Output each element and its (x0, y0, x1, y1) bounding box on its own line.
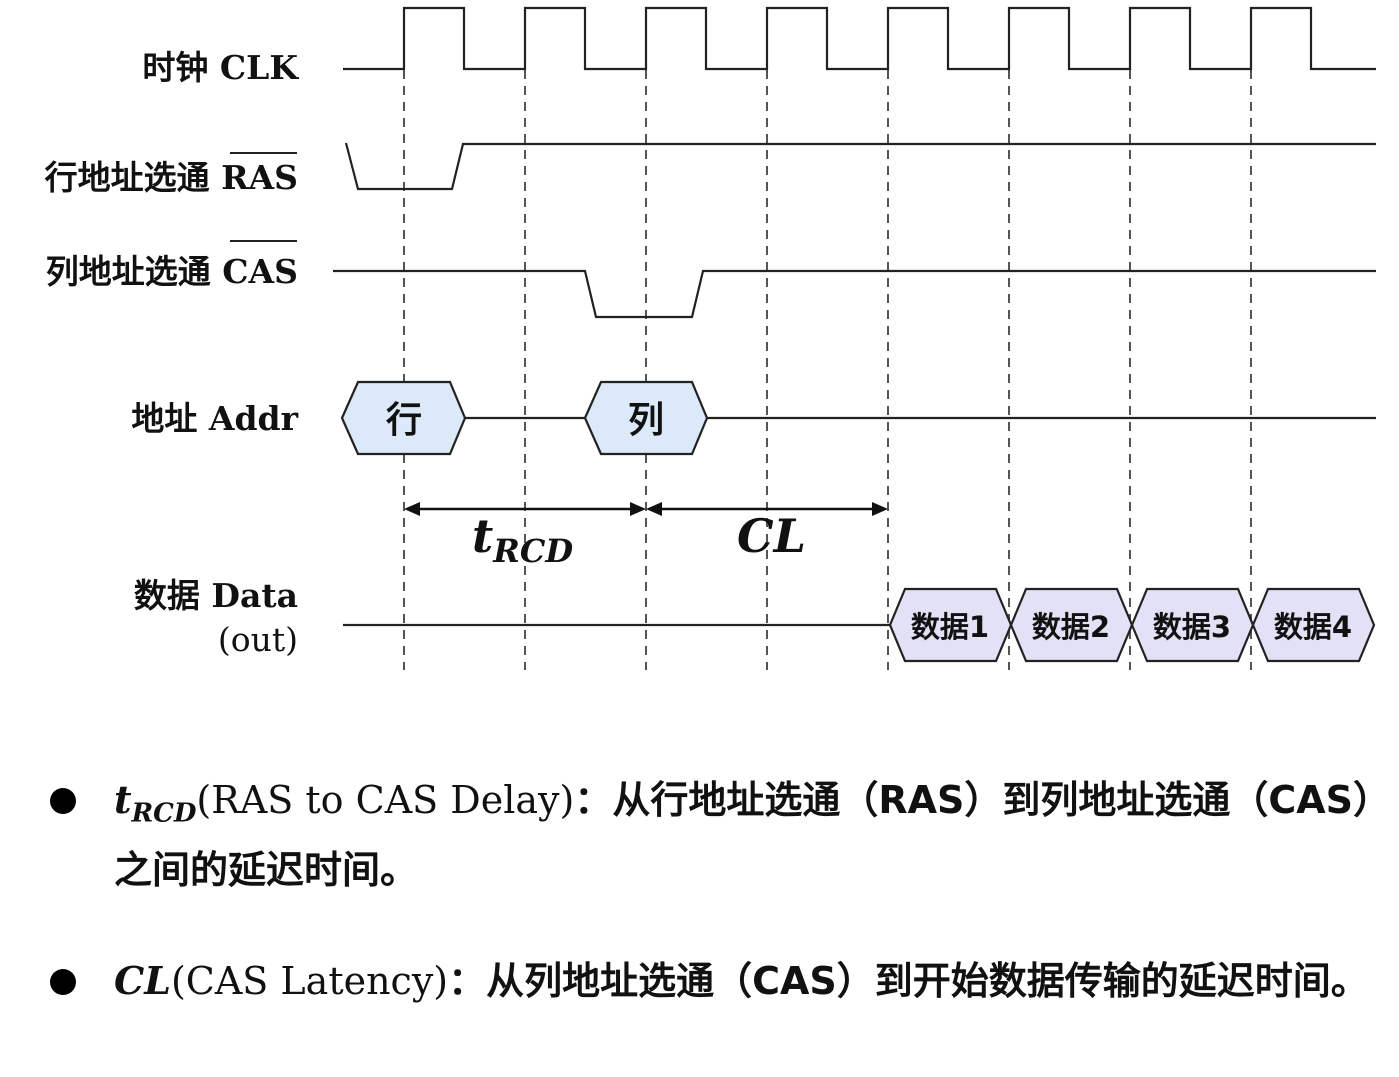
bullet-term-main: CL (114, 957, 171, 1003)
cas-label-name: CAS (222, 252, 298, 291)
trcd-label-sub: RCD (492, 532, 573, 570)
data-hex (1251, 587, 1376, 663)
definition-list: tRCD(RAS to CAS Delay)：从行地址选通（RAS）到列地址选通… (48, 772, 1378, 1064)
data-label: 数据 Data (134, 576, 298, 615)
cas-label-prefix: 列地址选通 (46, 252, 223, 291)
bullet-dot (50, 788, 76, 814)
data-hex-text: 数据1 (911, 610, 989, 644)
bullet-term: CL (114, 958, 171, 1003)
bullet-term-sub: RCD (131, 798, 197, 829)
bullet-desc: ：从列地址选通（CAS）到开始数据传输的延迟时间。 (448, 958, 1369, 1003)
data-hex-text: 数据2 (1032, 610, 1110, 644)
bullet-term: tRCD (114, 777, 196, 829)
data-hex-group: 数据1 数据2 数据3 数据4 (888, 587, 1376, 663)
clk-waveform (343, 6, 1376, 71)
bullet-paren: (RAS to CAS Delay) (196, 778, 575, 822)
data-hex-text: 数据3 (1153, 610, 1231, 644)
bullet-dot (50, 968, 76, 995)
ras-waveform (344, 142, 1376, 191)
trcd-arrow (404, 502, 646, 516)
bullet-paren: (CAS Latency) (170, 958, 449, 1003)
bullet-desc: ：从行地址选通（RAS）到列地址选通（CAS）之间的延迟时间。 (114, 778, 1373, 892)
ras-label-prefix: 行地址选通 (44, 158, 222, 197)
cas-label: 列地址选通 CAS (46, 252, 298, 291)
cl-arrow (646, 502, 888, 516)
bullet-trcd: tRCD(RAS to CAS Delay)：从行地址选通（RAS）到列地址选通… (48, 772, 1378, 898)
addr-col-text: 列 (628, 400, 664, 441)
data-out-label: (out) (218, 620, 298, 659)
cas-waveform (333, 269, 1376, 319)
bullet-cl: CL(CAS Latency)：从列地址选通（CAS）到开始数据传输的延迟时间。 (48, 953, 1378, 1009)
clk-label: 时钟 CLK (142, 48, 299, 87)
addr-row-text: 行 (386, 400, 422, 441)
timing-diagram: 时钟 CLK 行地址选通 RAS 列地址选通 CAS 地址 Addr 数据 Da… (44, 6, 1376, 670)
data-hex-text: 数据4 (1274, 610, 1352, 644)
addr-label: 地址 Addr (131, 399, 298, 438)
bullet-term-main: t (114, 777, 132, 822)
addr-row-hex (340, 380, 467, 456)
cl-label: CL (737, 509, 806, 563)
trcd-label-main: t (472, 509, 493, 563)
ras-label: 行地址选通 RAS (44, 158, 298, 197)
ras-label-name: RAS (221, 158, 298, 197)
trcd-label: tRCD (472, 509, 573, 570)
addr-col-hex (583, 380, 709, 456)
clock-gridlines (403, 70, 1252, 670)
